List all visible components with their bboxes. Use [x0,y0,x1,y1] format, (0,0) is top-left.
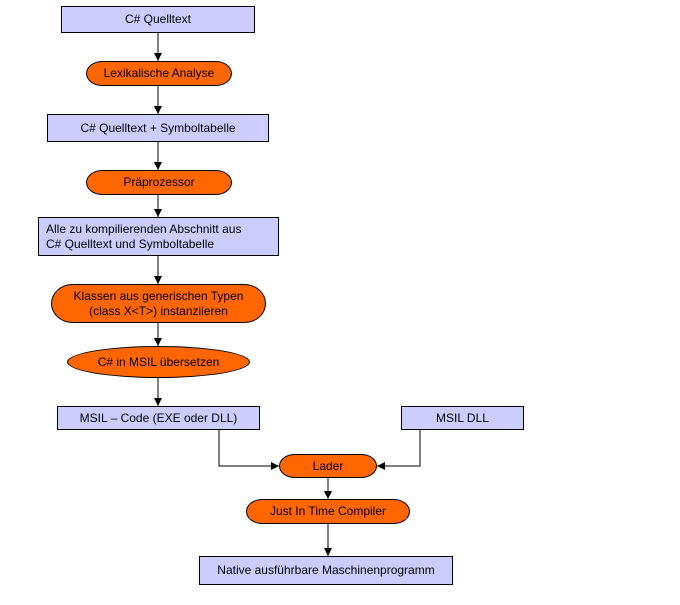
node-label: Just In Time Compiler [269,504,387,518]
node-label: C# Quelltext [124,12,192,26]
node-label: C# Quelltext + Symboltabelle [80,120,236,135]
node-label-line: Alle zu kompilierenden Abschnitt aus [46,221,242,236]
node-sections-to-compile: Alle zu kompilierenden Abschnitt aus C# … [38,217,279,256]
node-source-plus-symbol-table: C# Quelltext + Symboltabelle [47,114,269,142]
node-preprocessor: Präprozessor [86,170,232,195]
node-label-line: C# Quelltext und Symboltabelle [46,236,215,251]
node-label: Native ausführbare Maschinenprogramm [217,563,435,577]
node-jit-compiler: Just In Time Compiler [246,499,410,524]
node-translate-to-msil: C# in MSIL übersetzen [67,346,250,378]
node-label: MSIL – Code (EXE oder DLL) [79,410,238,425]
node-lexical-analysis: Lexikalische Analyse [86,61,232,86]
node-loader: Lader [279,454,377,478]
arrow-msil-code-to-loader [218,430,279,470]
node-native-program: Native ausführbare Maschinenprogramm [199,556,453,585]
node-msil-dll: MSIL DLL [401,406,524,430]
node-label-line: Klassen aus generischen Typen [73,288,244,303]
arrow-msil-dll-to-loader [377,430,421,470]
node-label-line: (class X<T>) instanziieren [89,303,228,318]
node-label: C# in MSIL übersetzen [97,354,220,369]
node-label: Lexikalische Analyse [103,66,215,80]
node-instantiate-generics: Klassen aus generischen Typen (class X<T… [51,284,266,323]
node-label: Präprozessor [123,175,195,189]
node-label: Lader [312,458,344,473]
node-msil-code: MSIL – Code (EXE oder DLL) [57,406,260,430]
node-label: MSIL DLL [436,410,489,425]
node-csharp-source: C# Quelltext [61,6,255,33]
